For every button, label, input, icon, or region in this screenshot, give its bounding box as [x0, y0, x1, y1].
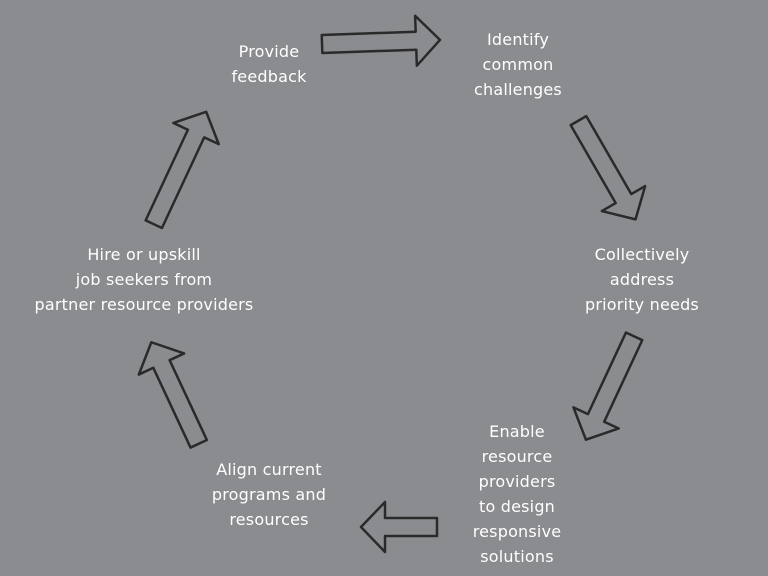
step-label-line: challenges — [474, 80, 562, 99]
arrow-identify-to-address-icon — [569, 114, 647, 221]
step-label-line: Hire or upskill — [87, 245, 201, 264]
step-label-line: programs and — [211, 485, 327, 504]
step-label-line: resource — [481, 447, 553, 466]
step-label-line: Align current — [216, 460, 322, 479]
arrow-hire-to-feedback-icon — [144, 110, 220, 230]
step-label-line: priority needs — [585, 295, 699, 314]
step-label-line: providers — [478, 472, 556, 491]
step-label-line: address — [609, 270, 675, 289]
step-label-address: Collectively address priority needs — [572, 242, 712, 317]
step-label-feedback: Provide feedback — [209, 39, 329, 89]
step-label-line: partner resource providers — [34, 295, 254, 314]
step-label-identify: Identify common challenges — [458, 27, 578, 102]
step-label-enable: Enable resource providers to design resp… — [457, 419, 577, 569]
step-label-line: Collectively — [594, 245, 690, 264]
step-label-line: Enable — [489, 422, 545, 441]
step-label-line: job seekers from — [75, 270, 213, 289]
step-label-line: to design — [478, 497, 556, 516]
step-label-line: feedback — [231, 67, 307, 86]
step-label-line: Provide — [238, 42, 300, 61]
arrow-enable-to-align-icon — [359, 500, 439, 554]
step-label-line: Identify — [487, 30, 549, 49]
arrow-align-to-hire-icon — [137, 340, 209, 449]
arrow-address-to-enable-icon — [572, 331, 644, 441]
step-label-line: resources — [229, 510, 309, 529]
step-label-line: common — [482, 55, 554, 74]
step-label-align: Align current programs and resources — [194, 457, 344, 532]
step-label-hire: Hire or upskill job seekers from partner… — [19, 242, 269, 317]
step-label-line: solutions — [480, 547, 554, 566]
step-label-line: responsive — [472, 522, 562, 541]
arrow-feedback-to-identify-icon — [320, 14, 442, 67]
